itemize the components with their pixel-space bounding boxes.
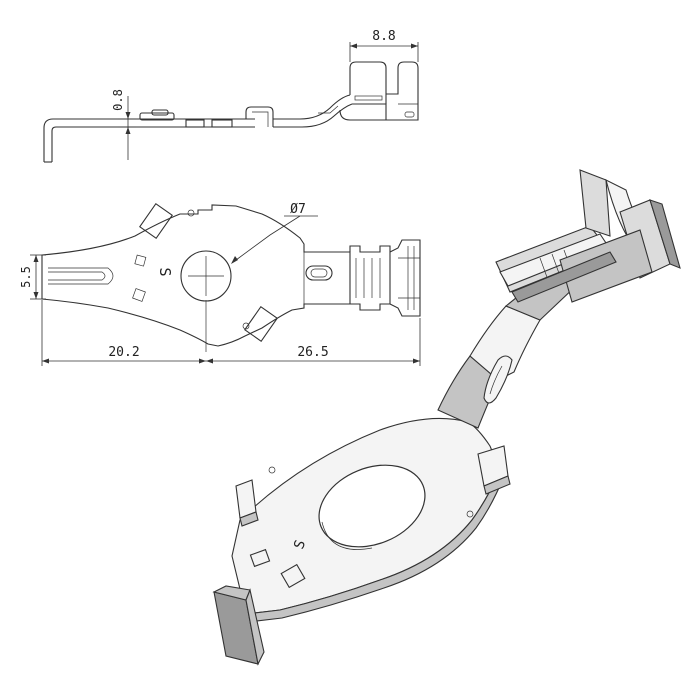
dim-left-length: 20.2 <box>108 345 139 360</box>
dim-right-length: 26.5 <box>297 345 328 360</box>
dim-hole-diameter: Ø7 <box>290 202 306 217</box>
stamp-letter-plan: S <box>156 267 174 276</box>
dim-thickness: 0.8 <box>111 89 125 111</box>
dim-left-height: 5.5 <box>19 266 33 288</box>
dim-top-width: 8.8 <box>372 29 395 44</box>
terminal-hole <box>318 464 426 548</box>
plan-view: S Ø7 5.5 20.2 26.5 <box>19 202 421 366</box>
side-view: 8.8 0.8 <box>43 29 419 163</box>
isometric-view: S <box>212 169 681 666</box>
